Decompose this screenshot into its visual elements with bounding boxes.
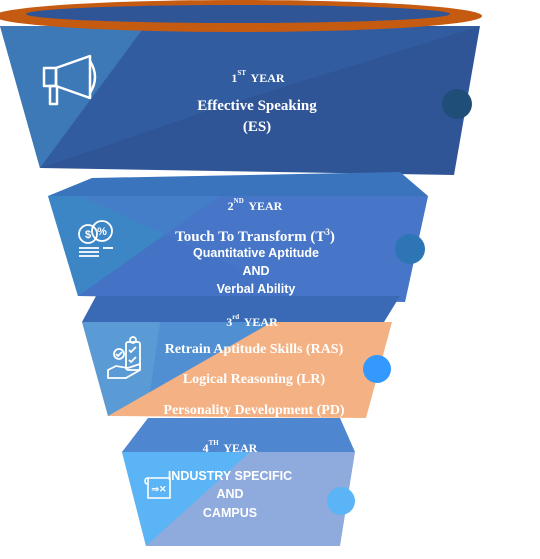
coins-percent-icon: $ %: [78, 220, 113, 257]
stage-1-year-label: 1ST YEAR: [218, 69, 298, 86]
stage-2-line-and: AND: [242, 264, 270, 278]
stage-2-year-label: 2ND YEAR: [215, 197, 295, 214]
stage-1-year-word: YEAR: [250, 71, 285, 85]
stage-4-year-word: YEAR: [223, 441, 258, 455]
hand-checklist-icon: [107, 336, 141, 379]
stage-3-band: [82, 296, 400, 418]
stage-1-abbrev: (ES): [242, 119, 272, 135]
stage-2-dot: [395, 234, 425, 264]
stage-1-year-number: 1: [231, 71, 238, 85]
stage-4-year-label: 4TH YEAR: [190, 439, 270, 456]
stage-2-title-sup: 3: [325, 227, 330, 237]
svg-text:$: $: [85, 229, 91, 241]
svg-text:%: %: [97, 226, 107, 238]
stage-4-year-suffix: TH: [208, 439, 219, 447]
stage-3-year-suffix: rd: [232, 313, 240, 321]
stage-2-title-end: ): [329, 229, 335, 245]
stage-3-year-label: 3rd YEAR: [212, 313, 292, 330]
stage-3-line-pd: Personality Development (PD): [163, 403, 345, 418]
stage-1-year-suffix: ST: [237, 69, 246, 77]
stage-3-year-number: 3: [226, 315, 233, 329]
megaphone-icon: [42, 54, 97, 106]
stage-4-line-and: AND: [216, 487, 244, 501]
funnel-rim: [0, 0, 482, 32]
stage-4-band: [122, 418, 355, 546]
stage-2-year-number: 2: [227, 199, 234, 213]
svg-text:⇒✕: ⇒✕: [151, 484, 166, 494]
stage-3-year-word: YEAR: [243, 315, 278, 329]
stage-2-band: [48, 172, 428, 302]
stage-2-title: Touch To Transform (T3): [150, 227, 360, 246]
stage-3-line-lr: Logical Reasoning (LR): [182, 372, 326, 387]
stage-4-dot: [327, 487, 355, 515]
stage-3-line-ras: Retrain Aptitude Skills (RAS): [164, 342, 344, 357]
certificate-icon: ⇒✕: [144, 477, 171, 499]
stage-1-band: [0, 26, 480, 175]
stage-2-line-verbal: Verbal Ability: [216, 282, 296, 296]
stage-1-title: Effective Speaking: [197, 98, 317, 114]
stage-1-dot: [442, 89, 472, 119]
stage-2-line-quant: Quantitative Aptitude: [193, 246, 319, 260]
stage-4-line-industry: INDUSTRY SPECIFIC: [167, 469, 293, 483]
stage-4-line-campus: CAMPUS: [202, 506, 258, 520]
stage-4-year-number: 4: [202, 441, 209, 455]
stage-2-title-main: Touch To Transform (T: [175, 229, 326, 245]
stage-2-year-suffix: ND: [233, 197, 244, 205]
stage-3-dot: [363, 355, 391, 383]
stage-2-year-word: YEAR: [248, 199, 283, 213]
